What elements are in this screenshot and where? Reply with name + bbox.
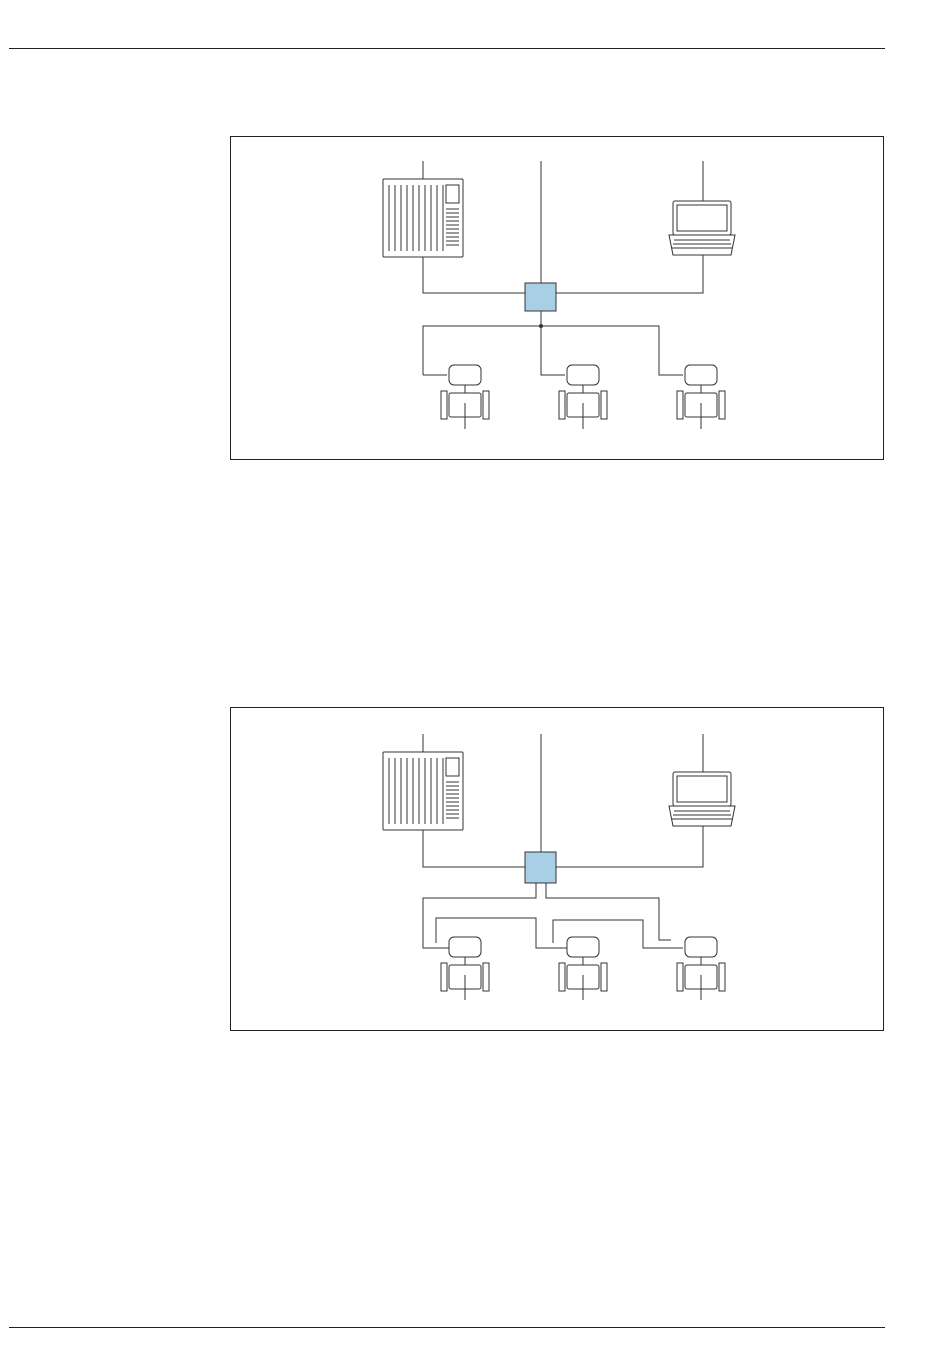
flowmeter-icon <box>677 937 725 1000</box>
flowmeter-icon <box>441 365 489 429</box>
link-controller-switch <box>423 257 525 293</box>
link-controller-switch <box>423 830 525 867</box>
link-to-meter-2 <box>541 326 565 375</box>
flowmeter-icon <box>441 937 489 1000</box>
laptop-icon <box>669 772 735 826</box>
footer-rule <box>9 1327 885 1328</box>
ring-link-switch-meter-3 <box>546 883 671 940</box>
network-diagram-ring <box>230 707 884 1031</box>
link-switch-laptop <box>556 826 703 867</box>
flowmeter-icon <box>559 937 607 1000</box>
controller-icon <box>383 752 463 830</box>
flowmeter-icon <box>677 365 725 429</box>
header-rule <box>9 48 885 49</box>
flowmeter-icon <box>559 365 607 429</box>
network-diagram-star <box>230 136 884 460</box>
network-switch-icon <box>525 283 556 311</box>
diagram-canvas-star <box>231 137 885 461</box>
diagram-canvas-ring <box>231 708 885 1032</box>
laptop-icon <box>669 201 735 255</box>
network-switch-icon <box>525 852 556 883</box>
controller-icon <box>383 179 463 257</box>
link-switch-laptop <box>556 255 703 293</box>
